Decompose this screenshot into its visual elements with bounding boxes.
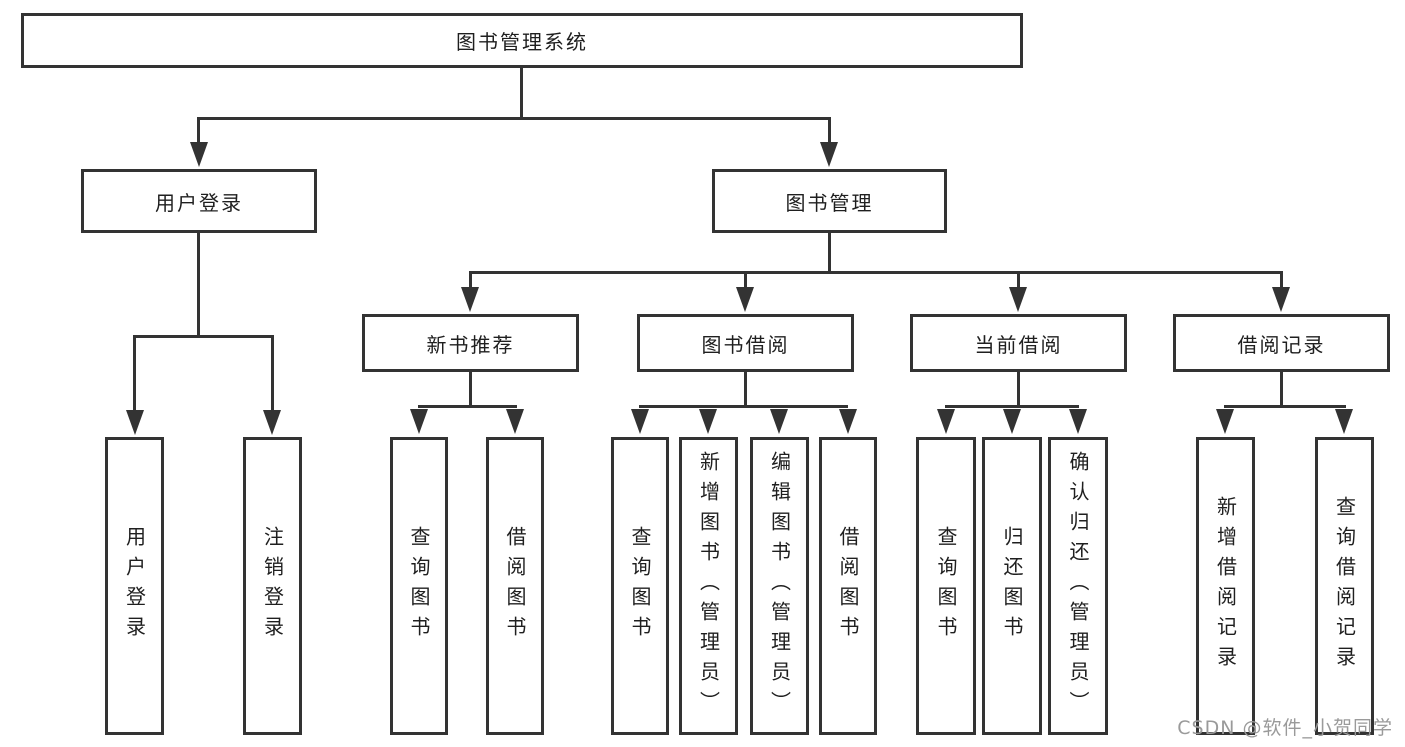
connector-arrow-down [770,409,788,434]
node-nb-query-books: 查询图书 [390,437,448,735]
node-new-book-recommend: 新书推荐 [362,314,579,372]
node-cb-return-books: 归还图书 [982,437,1042,735]
connector-arrow-down [631,409,649,434]
connector-line [469,271,472,289]
connector-line [469,372,472,408]
node-br-query-record: 查询借阅记录 [1315,437,1374,735]
connector-arrow-down [839,409,857,434]
node-login: 用户登录 [105,437,164,735]
connector-line [520,68,523,120]
connector-line [271,335,274,412]
connector-arrow-down [410,409,428,434]
node-borrowing-records: 借阅记录 [1173,314,1390,372]
node-bb-edit-books: 编辑图书（管理员） [750,437,809,735]
connector-arrow-down [1009,287,1027,312]
node-book-management: 图书管理 [712,169,947,233]
node-library-system: 图书管理系统 [21,13,1023,68]
connector-arrow-down [461,287,479,312]
connector-arrow-down [699,409,717,434]
node-bb-borrow-books: 借阅图书 [819,437,877,735]
node-bb-add-books: 新增图书（管理员） [679,437,738,735]
node-br-add-record: 新增借阅记录 [1196,437,1255,735]
node-user-login: 用户登录 [81,169,317,233]
connector-arrow-down [263,410,281,435]
connector-line [133,335,274,338]
connector-line [418,405,517,408]
connector-line [1017,372,1020,408]
connector-arrow-down [820,142,838,167]
connector-line [744,372,747,408]
connector-line [828,117,831,145]
connector-arrow-down [937,409,955,434]
connector-line [197,233,200,338]
node-cb-query-books: 查询图书 [916,437,976,735]
node-book-borrowing: 图书借阅 [637,314,854,372]
connector-line [828,233,831,274]
connector-line [744,271,747,289]
connector-line [1017,271,1020,289]
connector-line [639,405,848,408]
connector-arrow-down [1272,287,1290,312]
node-cb-confirm-return: 确认归还（管理员） [1048,437,1108,735]
connector-arrow-down [1216,409,1234,434]
connector-arrow-down [126,410,144,435]
connector-arrow-down [1069,409,1087,434]
connector-arrow-down [736,287,754,312]
connector-arrow-down [1003,409,1021,434]
connector-line [197,117,200,145]
connector-line [945,405,1079,408]
watermark: CSDN @软件_小贺同学 [1177,717,1393,739]
connector-line [1280,271,1283,289]
connector-line [197,117,831,120]
connector-arrow-down [190,142,208,167]
node-nb-borrow-books: 借阅图书 [486,437,544,735]
connector-line [1224,405,1346,408]
connector-line [133,335,136,412]
connector-arrow-down [506,409,524,434]
connector-arrow-down [1335,409,1353,434]
node-current-borrowing: 当前借阅 [910,314,1127,372]
node-bb-query-books: 查询图书 [611,437,669,735]
connector-line [1280,372,1283,408]
node-logout: 注销登录 [243,437,302,735]
connector-line [469,271,1283,274]
